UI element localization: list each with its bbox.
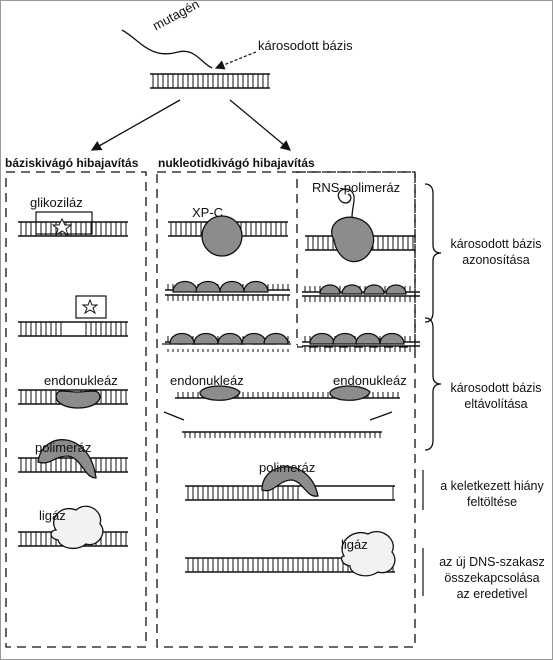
ne-strand-end-left [163, 411, 185, 421]
excised-base-star [81, 298, 99, 315]
rna-repair-blob-1 [332, 332, 358, 345]
rna-transcript-spiral [337, 188, 355, 219]
ne-strand-end-right [369, 411, 393, 421]
ligase-mid-label: ligáz [341, 537, 368, 552]
endonuclease-mid1-label: endonukleáz [170, 373, 244, 388]
ne-endonuclease-1 [199, 385, 241, 401]
mutagen-squiggle [121, 29, 213, 69]
ne-repair-blob-0 [169, 332, 195, 345]
note-identification-line2: azonosítása [462, 253, 530, 267]
note-ligation-line3: az eredetivel [456, 587, 528, 601]
ne-endonuclease-2 [329, 385, 371, 401]
rna-complex-blob-1 [341, 284, 363, 295]
arrow-to-nucleotide-excision [229, 99, 291, 151]
base-excision-header: báziskivágó hibajavítás [5, 156, 139, 170]
note-ligation: az új DNS-szakasz összekapcsolása az ere… [434, 554, 550, 602]
rna-repair-blob-0 [309, 332, 335, 345]
ne-template-strand [182, 431, 382, 438]
rna-polymerase-label: RNS-polimeráz [312, 180, 401, 195]
damaged-base-star [51, 217, 73, 237]
ne-repair-blob-2 [217, 332, 243, 345]
rna-repair-blob-2 [355, 332, 381, 345]
rna-complex-blob-0 [319, 284, 341, 295]
top-dna [150, 73, 270, 89]
ne-complex-blob-2 [219, 280, 245, 293]
note-gap-fill: a keletkezett hiány feltöltése [434, 478, 550, 510]
base-excision-frame [5, 171, 147, 648]
note-removal-line1: károsodott bázis [450, 381, 542, 395]
removal-brace [424, 317, 442, 451]
xpc-protein [201, 215, 243, 257]
be-dna-2 [18, 321, 128, 337]
note-removal-line2: eltávolítása [464, 397, 528, 411]
rna-repair-blob-3 [379, 332, 405, 345]
ne-repair-blob-3 [241, 332, 267, 345]
note-ligation-line1: az új DNS-szakasz [439, 555, 545, 569]
rna-polymerase-frame [296, 171, 416, 348]
ne-complex-blob-3 [243, 280, 269, 293]
ligase-left-label: ligáz [39, 508, 66, 523]
be-dna-4 [18, 457, 128, 473]
glycosylase-label: glikoziláz [30, 195, 83, 210]
note-ligation-line2: összekapcsolása [444, 571, 540, 585]
identification-brace [424, 183, 442, 323]
note-removal: károsodott bázis eltávolítása [442, 380, 550, 412]
ne-ligase [340, 531, 396, 577]
endonuclease-mid2-label: endonukleáz [333, 373, 407, 388]
ne-dna-2-bottom [165, 294, 290, 301]
nucleotide-excision-frame [156, 171, 416, 648]
damaged-base-label: károsodott bázis [258, 38, 353, 53]
arrow-to-base-excision [90, 99, 181, 151]
glycosylase-box [35, 211, 93, 235]
polymerase-mid-label: polimeráz [259, 460, 316, 475]
note-gap-fill-line1: a keletkezett hiány [440, 479, 544, 493]
endonuclease-left-label: endonukleáz [44, 373, 118, 388]
note-gap-fill-line2: feltöltése [466, 495, 518, 509]
ne-complex-blob-0 [172, 280, 198, 293]
be-polymerase [37, 439, 97, 479]
damage-pointer-arrow [214, 51, 257, 70]
rna-polymerase [331, 216, 375, 263]
note-identification: károsodott bázis azonosítása [442, 236, 550, 268]
rna-dna-2-bottom [302, 295, 420, 302]
be-endonuclease [55, 390, 101, 409]
rna-complex-blob-2 [363, 284, 385, 295]
ne-repair-blob-4 [263, 332, 289, 345]
ne-dna-4 [185, 485, 395, 501]
note-identification-line1: károsodott bázis [450, 237, 542, 251]
ne-repair-blob-1 [193, 332, 219, 345]
ne-polymerase [261, 466, 319, 497]
xpc-label: XP-C [192, 205, 224, 220]
polymerase-left-label: polimeráz [35, 440, 92, 455]
be-ligase [50, 505, 104, 550]
nucleotide-excision-header: nukleotidkivágó hibajavítás [158, 156, 315, 170]
rna-complex-blob-3 [385, 284, 407, 295]
ne-complex-blob-1 [195, 280, 221, 293]
